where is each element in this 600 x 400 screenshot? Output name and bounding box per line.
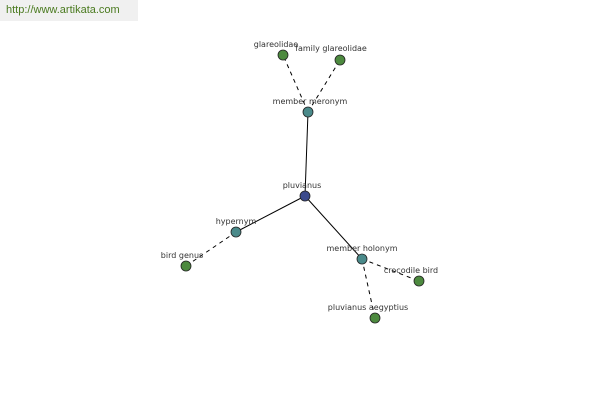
label-hypernym[interactable]: hypernym: [216, 217, 257, 226]
node-member-meronym[interactable]: [302, 106, 314, 118]
edge-center-member-holonym: [304, 195, 363, 260]
watermark-url[interactable]: http://www.artikata.com: [0, 0, 138, 21]
label-glareolidae[interactable]: glareolidae: [254, 40, 299, 49]
node-member-holonym[interactable]: [356, 253, 368, 265]
label-pluvianus-aegyptius[interactable]: pluvianus aegyptius: [328, 303, 408, 312]
edge-meronym-glareolidae: [282, 54, 309, 113]
label-bird-genus[interactable]: bird genus: [161, 251, 203, 260]
label-crocodile-bird[interactable]: crocodile bird: [384, 266, 438, 275]
edge-center-member-meronym: [304, 111, 309, 197]
node-center[interactable]: [299, 190, 311, 202]
node-crocodile-bird[interactable]: [413, 275, 425, 287]
node-family-glareolidae[interactable]: [334, 54, 346, 66]
label-center[interactable]: pluvianus: [283, 181, 322, 190]
node-hypernym[interactable]: [230, 226, 242, 238]
node-glareolidae[interactable]: [277, 49, 289, 61]
edge-holonym-pluvianus-aegyptius: [361, 258, 376, 319]
edge-holonym-crocodile-bird: [361, 258, 420, 282]
label-family-glareolidae[interactable]: family glareolidae: [295, 44, 367, 53]
node-bird-genus[interactable]: [180, 260, 192, 272]
edge-meronym-family-glareolidae: [307, 59, 341, 113]
edge-hypernym-bird-genus: [185, 231, 237, 267]
label-member-holonym[interactable]: member holonym: [326, 244, 397, 253]
edge-center-hypernym: [235, 195, 306, 233]
label-member-meronym[interactable]: member meronym: [273, 97, 348, 106]
node-pluvianus-aegyptius[interactable]: [369, 312, 381, 324]
